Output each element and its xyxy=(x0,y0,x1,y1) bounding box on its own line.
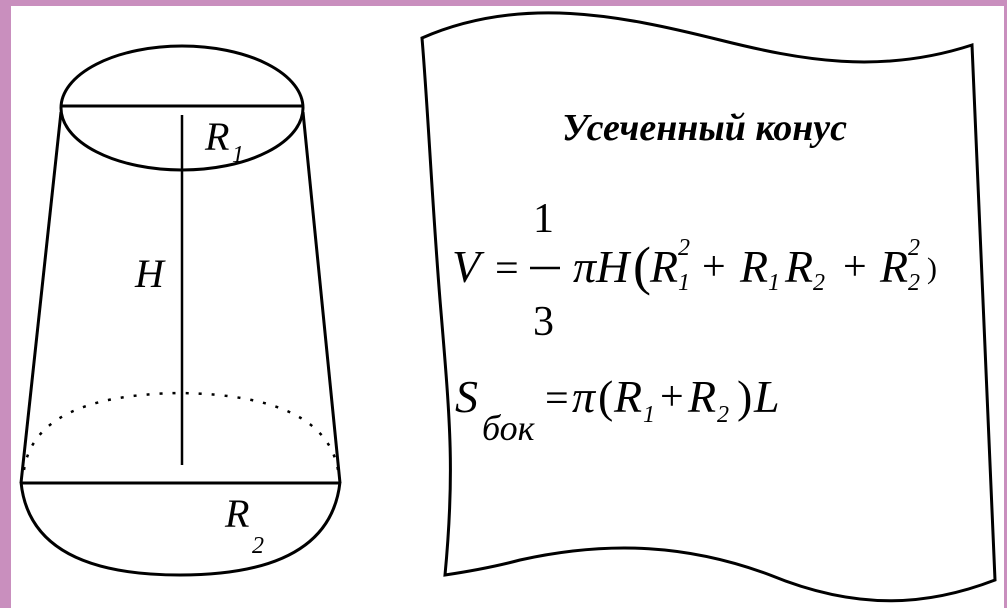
vol-r1: R xyxy=(649,241,678,292)
area-eq: = xyxy=(545,376,569,422)
area-formula: S бок = π ( R 1 + R 2 ) L xyxy=(455,371,780,448)
vol-plus1: + xyxy=(702,244,726,290)
area-pi: π xyxy=(572,371,597,422)
vol-r1b-sub: 1 xyxy=(768,270,780,296)
right-slant-edge xyxy=(301,111,342,484)
area-r1-sub: 1 xyxy=(643,402,655,428)
vol-den: 3 xyxy=(533,299,554,345)
r2-label-sub: 2 xyxy=(252,533,264,559)
area-rparen: ) xyxy=(737,371,752,422)
area-r2-sub: 2 xyxy=(717,402,729,428)
area-r2: R xyxy=(687,371,716,422)
vol-r2: R xyxy=(879,241,908,292)
vol-r1b: R xyxy=(739,241,768,292)
card-title: Усеченный конус xyxy=(562,107,847,149)
area-s-sub: бок xyxy=(482,408,536,448)
r1-label-sub: 1 xyxy=(232,142,244,168)
formula-card: Усеченный конус V = 1 3 πH ( R 1 2 + R 1… xyxy=(420,11,997,603)
card-outline xyxy=(420,11,997,603)
h-label: H xyxy=(134,251,166,296)
vol-r1-sup: 2 xyxy=(678,235,690,261)
vol-eq: = xyxy=(495,246,519,292)
vol-r1-sub: 1 xyxy=(678,270,690,296)
vol-lparen: ( xyxy=(633,236,651,296)
vol-r2-sup: 2 xyxy=(908,235,920,261)
frustum-figure: R 1 H R 2 xyxy=(19,44,342,577)
volume-formula: V = 1 3 πH ( R 1 2 + R 1 R 2 + R 2 2 ) xyxy=(452,196,937,345)
r1-label: R xyxy=(204,114,229,159)
vol-r2b: R xyxy=(784,241,813,292)
vol-rparen: ) xyxy=(927,252,937,285)
vol-v: V xyxy=(452,241,485,292)
area-lparen: ( xyxy=(598,371,613,422)
vol-r2b-sub: 2 xyxy=(813,270,825,296)
r2-label: R xyxy=(224,491,249,536)
area-plus: + xyxy=(660,374,684,420)
bottom-base-front-arc xyxy=(19,481,342,577)
area-l: L xyxy=(753,371,780,422)
area-r1: R xyxy=(613,371,642,422)
vol-r2-sub: 2 xyxy=(908,270,920,296)
vol-plus2: + xyxy=(843,244,867,290)
vol-pih: πH xyxy=(573,241,632,292)
left-slant-edge xyxy=(19,111,63,484)
area-s: S xyxy=(455,371,478,422)
vol-num: 1 xyxy=(533,196,554,242)
